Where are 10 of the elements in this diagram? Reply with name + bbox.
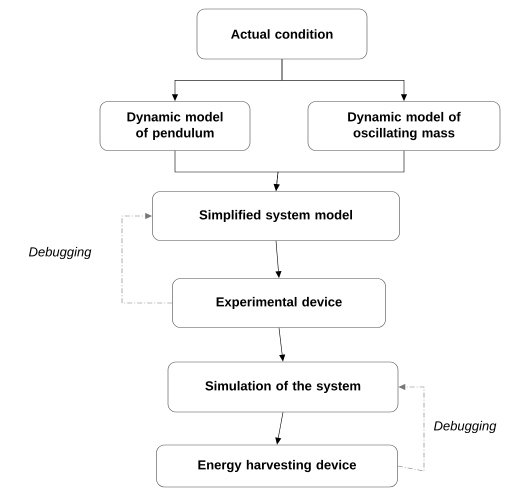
arrow xyxy=(122,212,172,304)
process-box: Actual condition xyxy=(196,8,368,60)
process-box: Energy harvesting device xyxy=(156,444,398,488)
process-box: Simplified system model xyxy=(152,191,400,241)
edge-label: Debugging xyxy=(28,246,92,260)
edge-label: Debugging xyxy=(432,420,498,434)
process-box: Dynamic model of oscillating mass xyxy=(308,101,500,151)
process-box: Dynamic model of pendulum xyxy=(100,101,250,151)
process-box: Experimental device xyxy=(172,278,386,328)
process-box: Simulation of the system xyxy=(168,362,398,412)
